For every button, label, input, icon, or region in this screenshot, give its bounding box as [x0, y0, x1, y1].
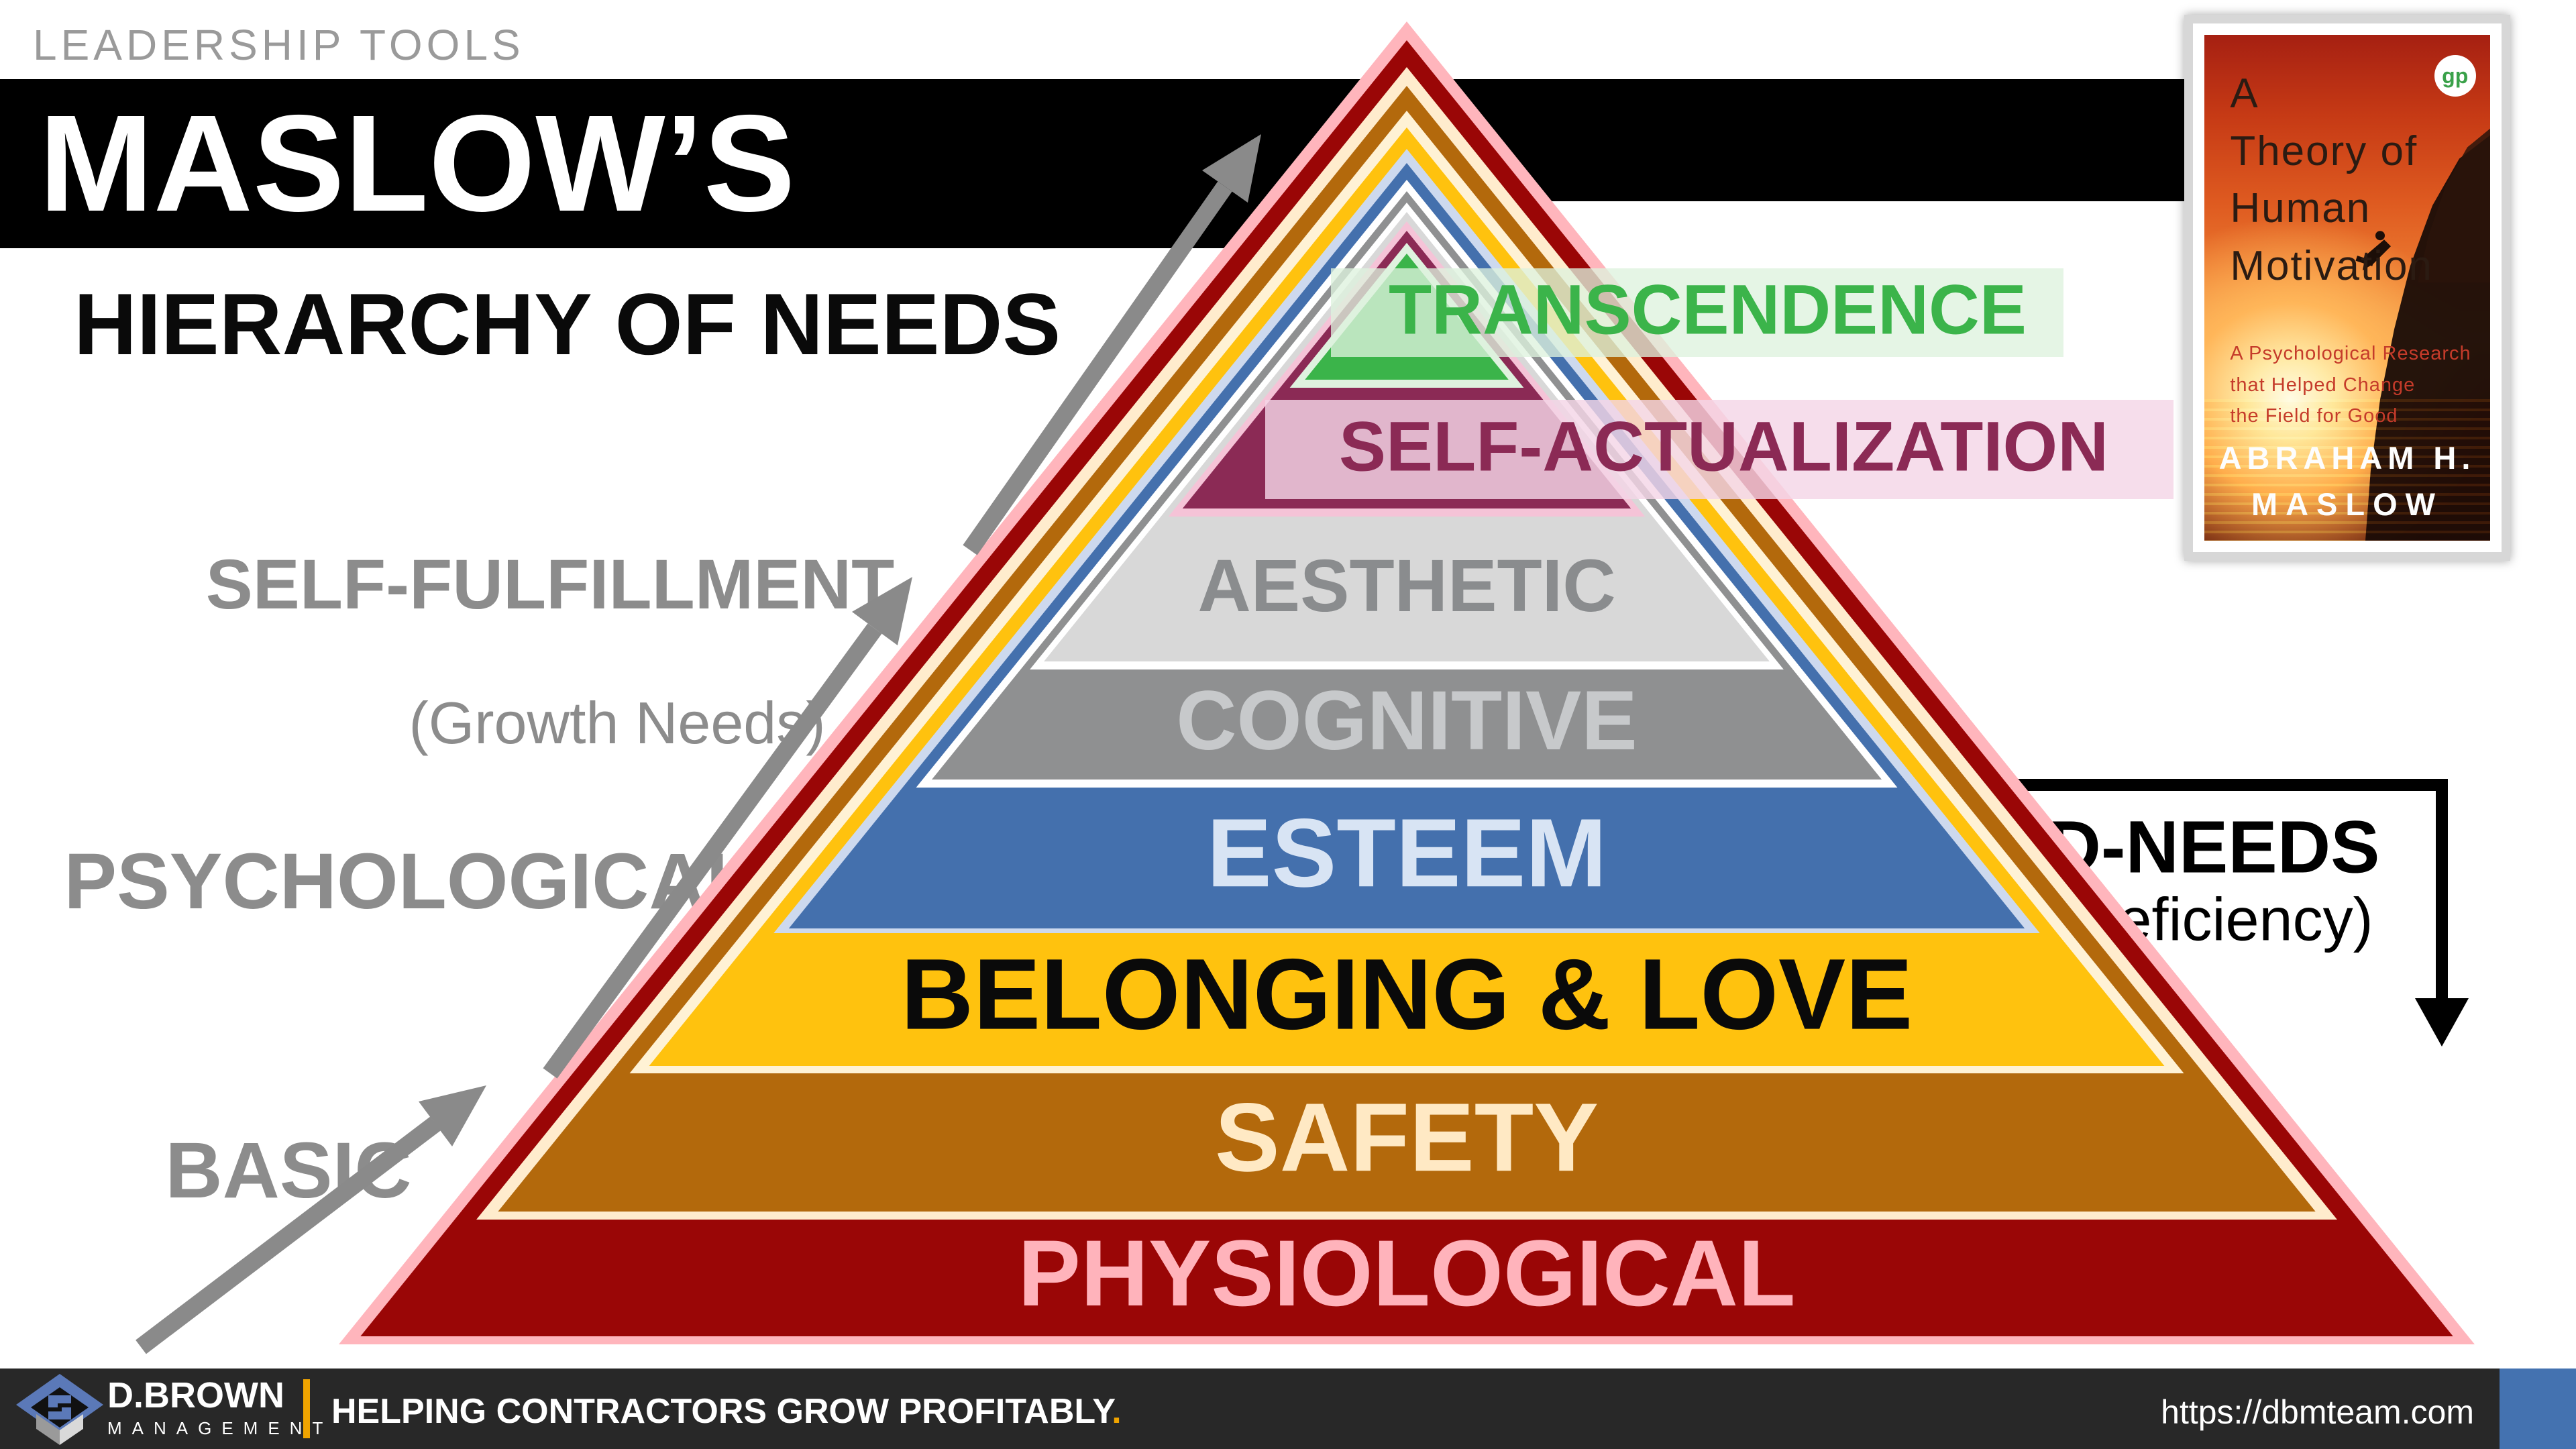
label-d-needs: D-NEEDS [2047, 806, 2380, 889]
brand-name: D.BROWN [107, 1375, 284, 1415]
book-subtitle-line: that Helped Change [2230, 374, 2416, 396]
label-physiological: PHYSIOLOGICAL [1018, 1220, 1796, 1326]
arrow-psych-head-icon [852, 577, 912, 645]
label-cognitive: COGNITIVE [1176, 674, 1638, 767]
footer-blue-accent [2500, 1368, 2576, 1449]
label-esteem: ESTEEM [1207, 798, 1607, 907]
book-title-line: Motivation [2230, 242, 2433, 289]
book-title-line: A [2230, 70, 2259, 117]
label-self-actualization: SELF-ACTUALIZATION [1339, 408, 2108, 486]
book-title-line: Theory of [2230, 127, 2418, 174]
brand-subname: MANAGEMENT [107, 1418, 333, 1438]
sunset-streaks [2204, 398, 2490, 541]
footer-url[interactable]: https://dbmteam.com [2161, 1393, 2474, 1431]
arrow-growth-shaft [963, 181, 1232, 555]
book-author-line2: MASLOW [2251, 486, 2444, 523]
footer-divider [303, 1379, 310, 1438]
book-cover-art: A Theory of Human Motivation A Psycholog… [2204, 35, 2490, 541]
book-subtitle: A Psychological Research that Helped Cha… [2230, 338, 2471, 431]
book-subtitle-line: the Field for Good [2230, 405, 2398, 427]
label-belonging-love: BELONGING & LOVE [901, 938, 1913, 1051]
label-aesthetic: AESTHETIC [1197, 545, 1615, 627]
dbrown-logo-text: D.BROWN MANAGEMENT [107, 1377, 333, 1439]
book-cover-matte: A Theory of Human Motivation A Psycholog… [2193, 23, 2502, 552]
label-transcendence: TRANSCENDENCE [1389, 271, 2027, 350]
band-self-actualization [1265, 400, 2174, 499]
publisher-logo: gp [2434, 55, 2476, 97]
dneeds-bracket [1872, 779, 2448, 1006]
arrow-basic-shaft [136, 1116, 441, 1354]
book-author: ABRAHAM H. MASLOW [2204, 439, 2490, 523]
label-self-fulfillment: SELF-FULFILLMENT [205, 545, 895, 624]
book-author-line1: ABRAHAM H. [2218, 440, 2476, 476]
label-safety: SAFETY [1215, 1083, 1599, 1191]
title-banner-right [1442, 79, 2188, 201]
book-title: A Theory of Human Motivation [2230, 65, 2433, 294]
footer-bar [0, 1368, 2576, 1449]
book-cover: A Theory of Human Motivation A Psycholog… [2184, 15, 2510, 561]
footer-tagline-period: . [1112, 1392, 1122, 1431]
footer-tagline: HELPING CONTRACTORS GROW PROFITABLY. [331, 1391, 1122, 1432]
climber-silhouette [2355, 231, 2391, 271]
book-title-line: Human [2230, 185, 2371, 232]
page-subtitle: HIERARCHY OF NEEDS [74, 275, 1061, 373]
dbrown-logo-icon [16, 1374, 103, 1445]
arrow-psych-shaft [543, 623, 882, 1079]
arrow-basic-head-icon [419, 1085, 486, 1146]
dneeds-arrowhead-icon [2415, 998, 2469, 1046]
book-subtitle-line: A Psychological Research [2230, 343, 2471, 365]
page-title: MASLOW’S [39, 87, 796, 240]
eyebrow-label: LEADERSHIP TOOLS [33, 21, 525, 69]
label-growth-needs: (Growth Needs) [409, 690, 826, 756]
band-transcendence [1331, 268, 2063, 357]
footer-tagline-text: HELPING CONTRACTORS GROW PROFITABLY [331, 1392, 1112, 1431]
label-psychological: PSYCHOLOGICAL [64, 837, 755, 926]
arrow-growth-head-icon [1202, 134, 1261, 203]
